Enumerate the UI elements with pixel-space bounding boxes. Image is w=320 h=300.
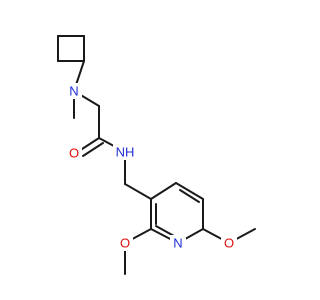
methoxy-oxygen-right: O xyxy=(221,235,237,251)
atom-label: NH xyxy=(116,145,135,160)
pyridine-nitrogen: N xyxy=(170,235,186,251)
bond xyxy=(78,137,100,152)
molecule-structure-diagram: N O NH N O O xyxy=(57,35,256,275)
atom-label: O xyxy=(69,146,79,161)
atom-label: O xyxy=(224,236,234,251)
bond xyxy=(175,182,204,200)
bond xyxy=(82,142,104,157)
methoxy-oxygen-left: O xyxy=(117,235,133,251)
bond xyxy=(124,183,152,200)
bond xyxy=(155,225,175,237)
amine-nitrogen: N xyxy=(66,83,82,99)
atom-label: N xyxy=(69,84,78,99)
atom-label: O xyxy=(120,236,130,251)
bond xyxy=(179,189,200,203)
carbonyl-oxygen: O xyxy=(66,145,82,161)
atom-labels: N O NH N O O xyxy=(66,83,237,251)
bond xyxy=(150,182,177,200)
amide-nitrogen: NH xyxy=(113,144,137,160)
atom-label: N xyxy=(173,236,182,251)
